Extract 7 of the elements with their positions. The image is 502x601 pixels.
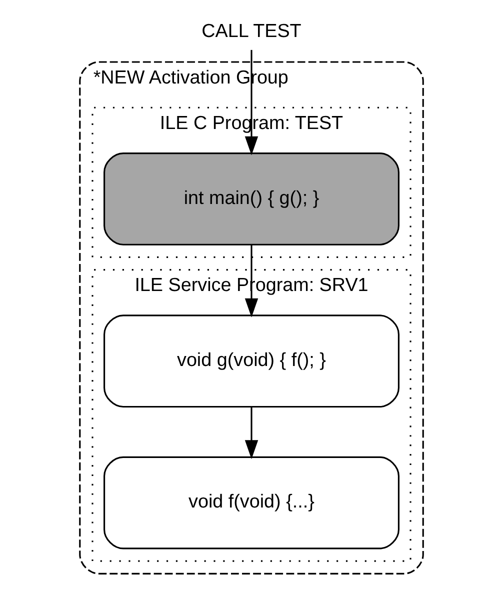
node-text: CALL TEST [201,20,301,42]
node-box: void g(void) { f(); } [103,314,399,408]
node-box: void f(void) {...} [103,456,399,550]
arrow [244,407,258,460]
node-box: int main() { g(); } [103,152,399,246]
arrow [244,50,258,156]
arrow [244,244,258,318]
